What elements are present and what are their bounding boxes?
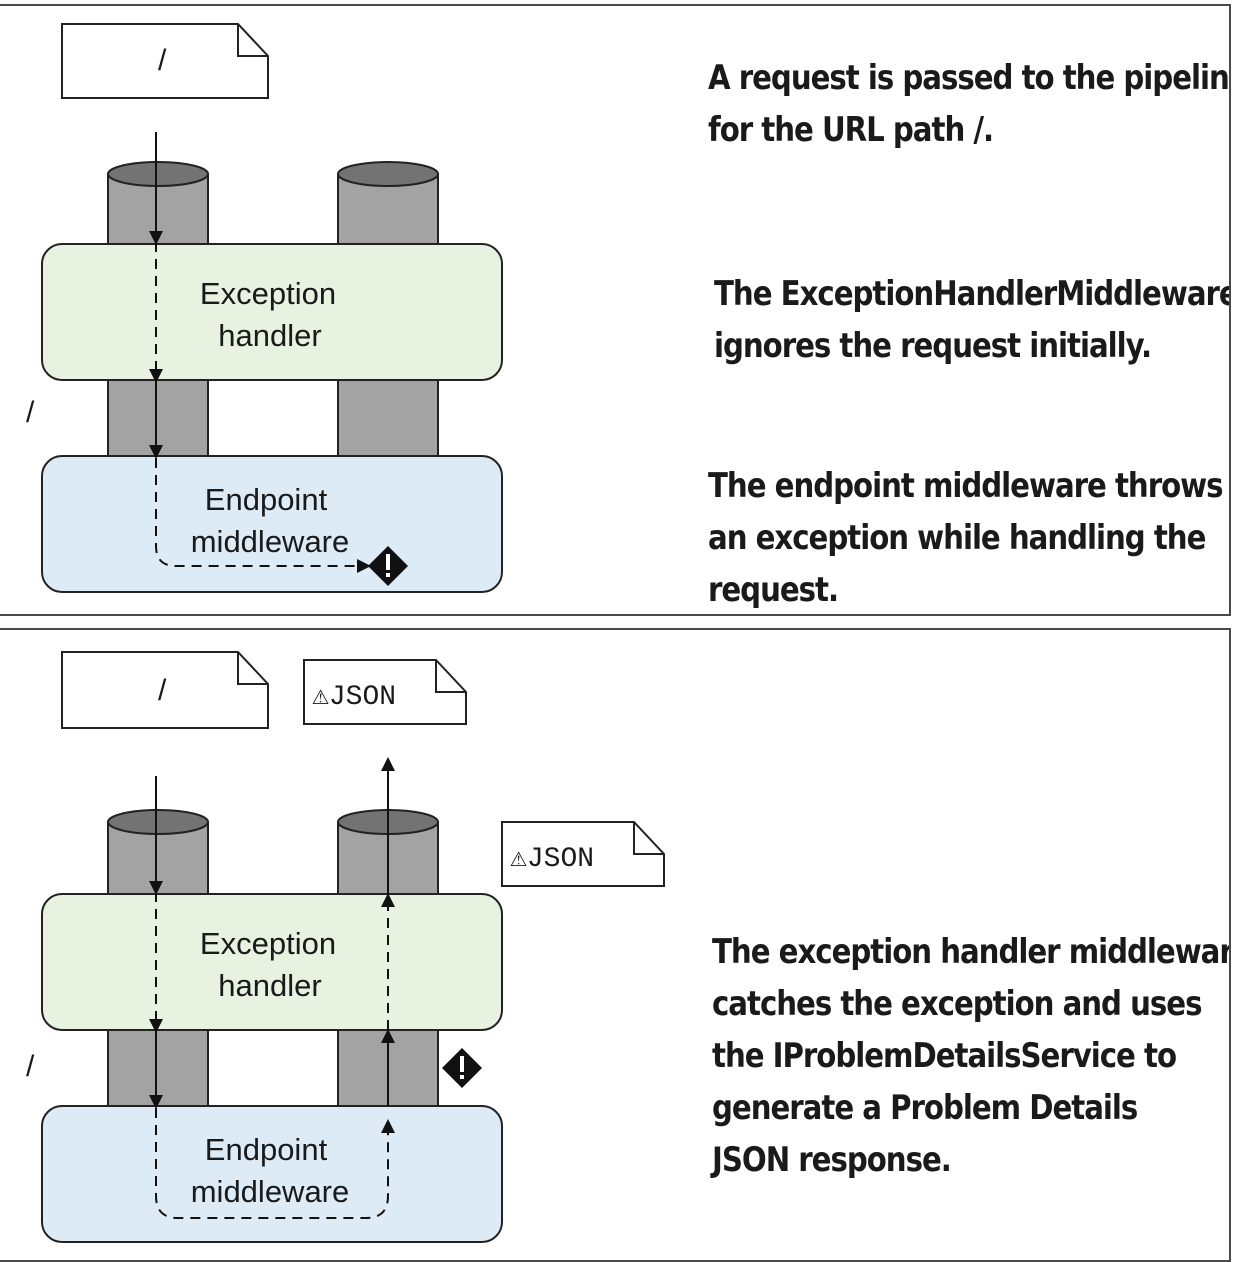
endpoint-box-line2: middleware bbox=[191, 1174, 350, 1209]
side-label: / bbox=[26, 1050, 35, 1083]
endpoint-middleware-box: Endpoint middleware bbox=[41, 1105, 503, 1243]
exception-box-line1: Exception bbox=[200, 926, 336, 961]
bottom-diagram: / ⚠JSON ⚠JSON Exception handler bbox=[26, 651, 665, 1243]
exception-handler-box: Exception handler bbox=[41, 893, 503, 1031]
exception-box-line2: handler bbox=[218, 318, 321, 353]
request-doc-label: / bbox=[158, 44, 167, 77]
endpoint-box-line2: middleware bbox=[191, 524, 350, 559]
caption-request-passed: A request is passed to the pipeline for … bbox=[708, 58, 1231, 150]
request-flow-arrow bbox=[149, 132, 371, 573]
caption-catches-exception: The exception handler middleware catches… bbox=[712, 932, 1231, 1180]
exclamation-diamond-icon bbox=[368, 546, 408, 586]
response-json-document: ⚠JSON bbox=[303, 659, 467, 725]
response-flow-arrow bbox=[155, 757, 395, 1219]
endpoint-box-line1: Endpoint bbox=[205, 1132, 328, 1167]
exception-box-line1: Exception bbox=[200, 276, 336, 311]
exclamation-diamond-icon bbox=[442, 1048, 482, 1088]
request-document: / bbox=[61, 23, 269, 99]
caption-ignores-request: The ExceptionHandlerMiddleware ignores t… bbox=[714, 274, 1231, 366]
side-response-doc-label: ⚠JSON bbox=[510, 844, 594, 875]
request-doc-label: / bbox=[158, 674, 167, 707]
bottom-panel: / ⚠JSON ⚠JSON Exception handler bbox=[0, 628, 1231, 1262]
exception-box-line2: handler bbox=[218, 968, 321, 1003]
response-doc-label: ⚠JSON bbox=[312, 682, 396, 713]
endpoint-middleware-box: Endpoint middleware bbox=[41, 455, 503, 593]
request-document: / bbox=[61, 651, 269, 729]
top-diagram: / Exception handler Endpoint middleware bbox=[26, 23, 503, 593]
caption-endpoint-throws: The endpoint middleware throws an except… bbox=[708, 466, 1224, 610]
side-label: / bbox=[26, 396, 35, 429]
side-response-json-document: ⚠JSON bbox=[501, 821, 665, 887]
exception-handler-box: Exception handler bbox=[41, 243, 503, 381]
top-panel: / Exception handler Endpoint middleware bbox=[0, 4, 1231, 616]
endpoint-box-line1: Endpoint bbox=[205, 482, 328, 517]
